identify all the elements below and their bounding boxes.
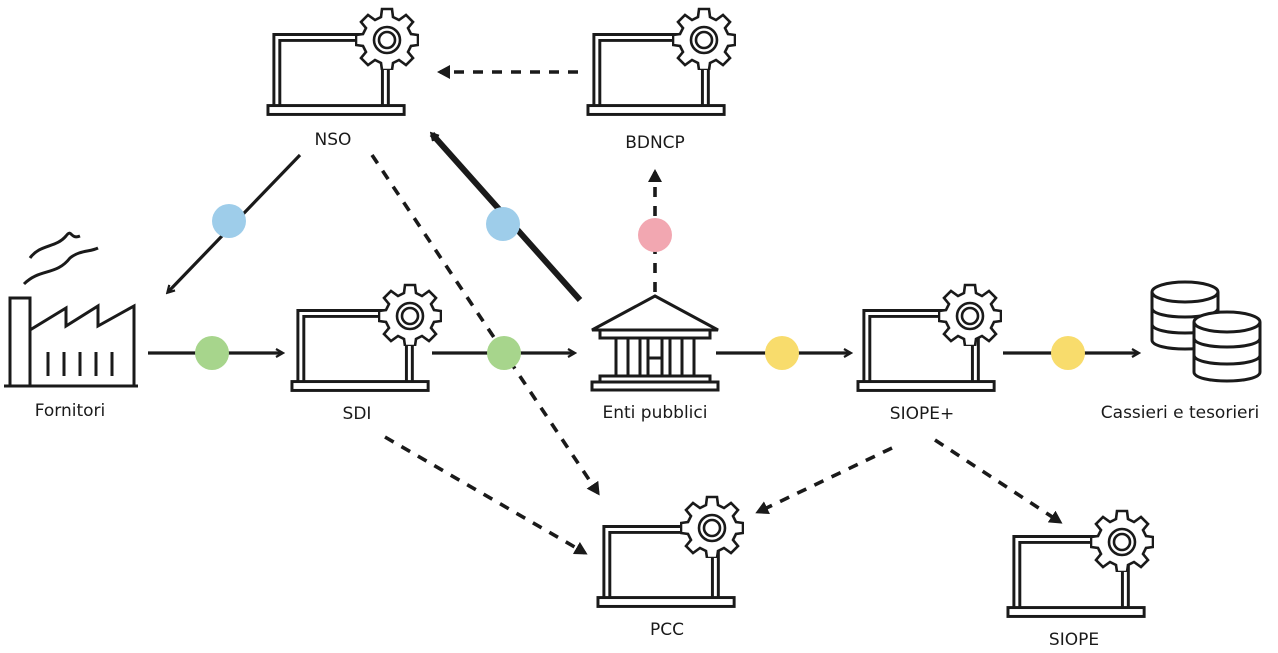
node-label: PCC [650,620,684,640]
dot-pink-enti-bdncp [638,218,672,252]
edge-siopeplus-pcc [755,446,893,515]
node-siope-plus: SIOPE+ [856,283,1002,424]
node-bdncp: BDNCP [586,7,736,153]
node-sdi: SDI [290,283,442,424]
dot-yellow-enti-siopeplus [765,336,799,370]
gear-icon [378,283,442,346]
node-label: SIOPE [1049,630,1099,650]
node-label: Fornitori [35,401,106,421]
gear-icon [672,7,736,70]
gear-icon [680,495,744,558]
node-label: Enti pubblici [603,403,708,423]
node-label: SDI [343,404,372,424]
edge-siopeplus-siope [934,438,1063,524]
edge-sdi-pcc [384,435,588,555]
gear-icon [355,7,419,70]
factory-icon [4,231,138,388]
dot-green-fornitori-sdi [195,336,229,370]
node-cassieri-tesorieri: Cassieri e tesorieri [1101,280,1262,423]
node-label: NSO [315,130,352,150]
node-fornitori: Fornitori [4,231,138,421]
gear-icon [1090,509,1154,572]
dot-blue-nso-fornitori [212,204,246,238]
dot-green-sdi-enti [487,336,521,370]
database-icon [1150,280,1262,383]
node-pcc: PCC [596,495,744,640]
dot-yellow-siopeplus-cassieri [1051,336,1085,370]
node-enti-pubblici: Enti pubblici [590,294,720,423]
node-siope: SIOPE [1006,509,1154,650]
node-nso: NSO [266,7,419,150]
node-label: SIOPE+ [890,404,954,424]
building-icon [590,294,720,392]
node-label: BDNCP [625,133,685,153]
node-label: Cassieri e tesorieri [1101,403,1259,423]
dot-blue-enti-nso [486,207,520,241]
gear-icon [938,283,1002,346]
